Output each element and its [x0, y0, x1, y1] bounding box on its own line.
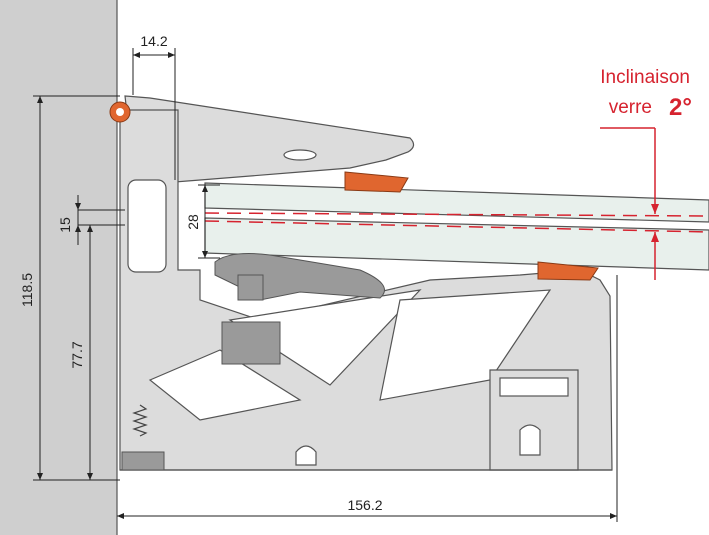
inclination-label-verre: verre — [609, 97, 652, 118]
upper-gasket — [344, 171, 409, 193]
inclination-annotation: Inclinaison verre 2° — [600, 67, 692, 280]
inclination-label: Inclinaison — [600, 67, 690, 88]
inclination-angle: 2° — [669, 94, 692, 121]
label-total-height: 118.5 — [19, 273, 35, 307]
lower-block — [221, 321, 281, 365]
lower-gasket — [537, 261, 599, 281]
upper-clamp-profile — [124, 95, 415, 183]
label-lower-height: 77.7 — [69, 341, 85, 368]
dimension-lower-height: 77.7 — [69, 225, 93, 480]
label-glass-thickness: 28 — [185, 214, 201, 230]
label-top-width: 14.2 — [140, 33, 167, 49]
label-small-offset: 15 — [57, 217, 73, 233]
dimension-total-height: 118.5 — [19, 95, 120, 481]
inner-chamber — [127, 179, 167, 273]
dimension-glass-thickness: 28 — [185, 184, 220, 259]
base-clip — [121, 451, 165, 471]
wall — [0, 0, 117, 535]
label-total-width: 156.2 — [347, 497, 382, 513]
dimension-total-width: 156.2 — [117, 275, 618, 522]
dimension-top-width: 14.2 — [132, 33, 176, 180]
glass-pane — [204, 182, 709, 271]
spring — [132, 404, 148, 437]
dimension-small-offset: 15 — [57, 195, 125, 245]
